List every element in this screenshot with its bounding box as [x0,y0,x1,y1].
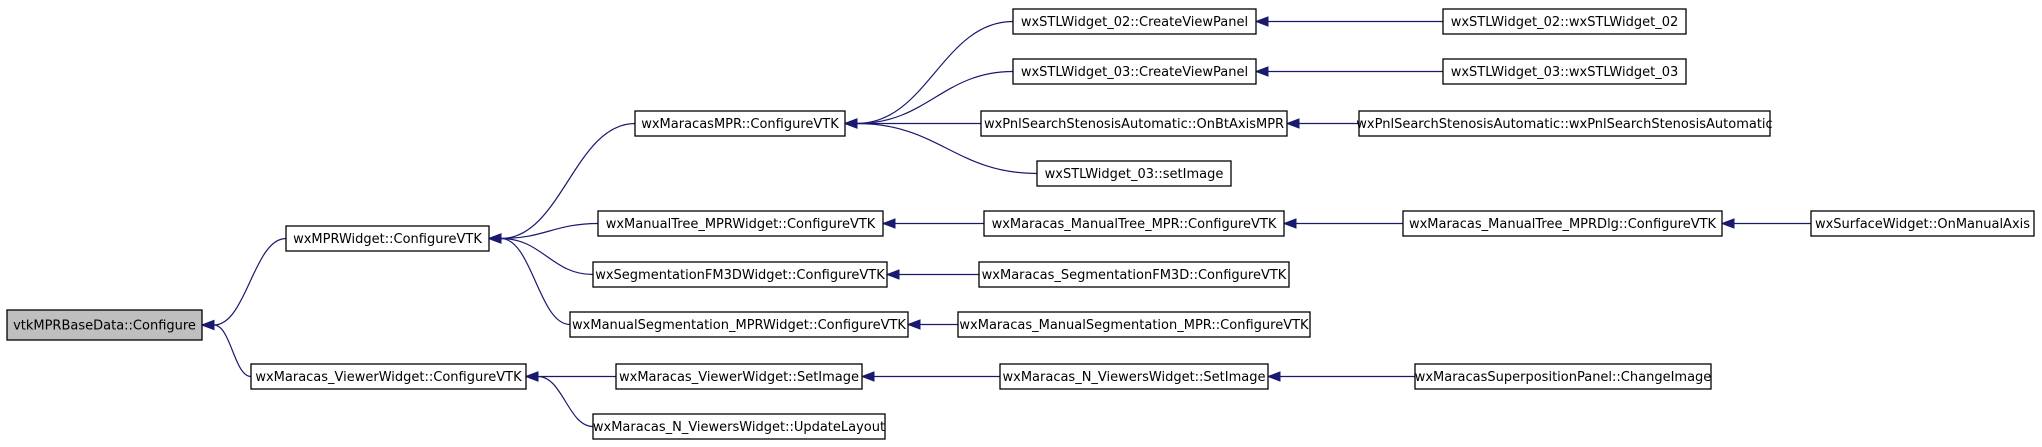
node-label: wxMaracasSuperpositionPanel::ChangeImage [1415,370,1712,385]
node-label: wxManualSegmentation_MPRWidget::Configur… [572,318,906,333]
node-label: wxMaracas_N_ViewersWidget::SetImage [1003,370,1266,385]
node-label: wxMaracas_ManualTree_MPR::ConfigureVTK [992,217,1277,232]
node-box[interactable] [1810,210,2035,237]
call-edge [213,237,287,326]
node-box[interactable] [592,413,886,440]
graph-node[interactable]: wxManualSegmentation_MPRWidget::Configur… [569,311,909,338]
graph-node[interactable]: wxSTLWidget_03::wxSTLWidget_03 [1442,58,1687,85]
graph-node[interactable]: wxMaracas_SegmentationFM3D::ConfigureVTK [978,261,1290,288]
call-edge [500,222,599,240]
graph-node[interactable]: wxMaracas_ViewerWidget::SetImage [615,363,863,390]
node-box[interactable] [999,363,1269,390]
node-label: wxSTLWidget_02::CreateViewPanel [1021,15,1248,30]
graph-node[interactable]: wxPnlSearchStenosisAutomatic::wxPnlSearc… [1356,110,1773,137]
edges-layer [200,16,1811,428]
graph-node[interactable]: wxMaracasMPR::ConfigureVTK [634,110,846,137]
arrowhead-icon [906,319,921,330]
node-label: wxMaracas_SegmentationFM3D::ConfigureVTK [982,268,1287,283]
call-edge [856,20,1014,125]
arrowhead-icon [487,233,502,244]
call-edge [537,375,594,428]
node-box[interactable] [569,311,909,338]
arrowhead-icon [885,269,900,280]
graph-node[interactable]: vtkMPRBaseData::Configure [6,309,203,341]
node-box[interactable] [597,210,884,237]
node-label: wxMaracas_ManualSegmentation_MPR::Config… [959,318,1309,333]
node-label: wxSTLWidget_03::CreateViewPanel [1021,65,1248,80]
node-box[interactable] [1442,8,1687,35]
arrowhead-icon [1720,218,1735,229]
node-label: wxMaracas_ManualTree_MPRDlg::ConfigureVT… [1409,217,1717,232]
node-label: wxManualTree_MPRWidget::ConfigureVTK [606,217,876,232]
node-box[interactable] [1012,8,1257,35]
call-edge [856,70,1014,125]
node-box[interactable] [592,261,888,288]
arrowhead-icon [860,371,875,382]
graph-node[interactable]: wxSTLWidget_02::wxSTLWidget_02 [1442,8,1687,35]
call-edge [213,324,252,378]
arrowhead-icon [1254,16,1269,27]
graph-node[interactable]: wxMaracas_N_ViewersWidget::UpdateLayout [592,413,886,440]
node-box[interactable] [1012,58,1257,85]
node-box[interactable] [1036,160,1232,187]
node-label: wxMPRWidget::ConfigureVTK [293,232,482,247]
node-label: wxSegmentationFM3DWidget::ConfigureVTK [595,268,885,283]
node-box[interactable] [615,363,863,390]
node-label: wxMaracas_N_ViewersWidget::UpdateLayout [593,420,885,435]
node-label: wxPnlSearchStenosisAutomatic::wxPnlSearc… [1356,117,1772,132]
graph-node[interactable]: wxPnlSearchStenosisAutomatic::OnBtAxisMP… [980,110,1288,137]
node-label: wxSTLWidget_02::wxSTLWidget_02 [1451,15,1679,30]
graph-node[interactable]: wxSurfaceWidget::OnManualAxis [1810,210,2035,237]
graph-node[interactable]: wxSegmentationFM3DWidget::ConfigureVTK [592,261,888,288]
arrowhead-icon [1285,118,1300,129]
node-box[interactable] [978,261,1290,288]
call-edge [500,237,571,326]
graph-node[interactable]: wxSTLWidget_02::CreateViewPanel [1012,8,1257,35]
call-edge [500,122,636,240]
call-edge [500,237,594,276]
node-label: vtkMPRBaseData::Configure [13,319,196,334]
arrowhead-icon [843,118,858,129]
call-edge [856,122,1038,175]
graph-node[interactable]: wxMaracas_N_ViewersWidget::SetImage [999,363,1269,390]
graph-node[interactable]: wxMaracas_ManualTree_MPR::ConfigureVTK [983,210,1285,237]
graph-node[interactable]: wxSTLWidget_03::CreateViewPanel [1012,58,1257,85]
node-label: wxSurfaceWidget::OnManualAxis [1815,217,2030,232]
node-box[interactable] [1402,210,1723,237]
node-box[interactable] [6,309,203,341]
node-box[interactable] [285,225,490,252]
arrowhead-icon [524,371,539,382]
node-box[interactable] [983,210,1285,237]
node-box[interactable] [1414,363,1712,390]
graph-node[interactable]: wxMPRWidget::ConfigureVTK [285,225,490,252]
graph-node[interactable]: wxManualTree_MPRWidget::ConfigureVTK [597,210,884,237]
node-box[interactable] [634,110,846,137]
graph-node[interactable]: wxMaracas_ViewerWidget::ConfigureVTK [250,363,527,390]
node-box[interactable] [1358,110,1771,137]
node-box[interactable] [250,363,527,390]
node-box[interactable] [980,110,1288,137]
node-label: wxMaracas_ViewerWidget::SetImage [619,370,859,385]
node-label: wxSTLWidget_03::setImage [1045,167,1224,182]
node-box[interactable] [1442,58,1687,85]
graph-node[interactable]: wxMaracas_ManualTree_MPRDlg::ConfigureVT… [1402,210,1723,237]
graph-node[interactable]: wxMaracasSuperpositionPanel::ChangeImage [1414,363,1712,390]
node-label: wxSTLWidget_03::wxSTLWidget_03 [1451,65,1679,80]
node-box[interactable] [957,311,1311,338]
node-label: wxPnlSearchStenosisAutomatic::OnBtAxisMP… [984,117,1284,132]
nodes-layer: vtkMPRBaseData::Configure wxMPRWidget::Co… [6,8,2035,440]
graph-node[interactable]: wxMaracas_ManualSegmentation_MPR::Config… [957,311,1311,338]
arrowhead-icon [200,319,215,331]
node-label: wxMaracasMPR::ConfigureVTK [641,117,839,132]
arrowhead-icon [1282,218,1297,229]
arrowhead-icon [881,218,896,229]
graph-node[interactable]: wxSTLWidget_03::setImage [1036,160,1232,187]
node-label: wxMaracas_ViewerWidget::ConfigureVTK [255,370,522,385]
arrowhead-icon [1266,371,1281,382]
arrowhead-icon [1254,66,1269,77]
